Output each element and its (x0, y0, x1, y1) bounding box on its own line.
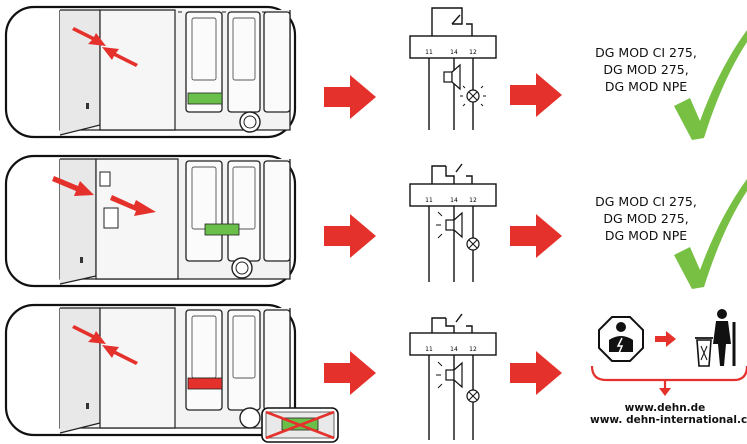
terminal-11: 11 (425, 346, 433, 353)
red-arrow-1a (324, 75, 376, 119)
contact-schematic-3: 11 14 12 (409, 313, 497, 440)
buzzer-icon (443, 63, 461, 91)
buzzer-sounding-icon (436, 211, 463, 239)
status-led-green (187, 92, 223, 105)
terminal-11: 11 (425, 49, 433, 56)
red-arrow-1b (510, 73, 562, 117)
terminal-12: 12 (469, 346, 477, 353)
red-arrow-small (655, 331, 676, 347)
url-dehn-international[interactable]: www. dehn-international.co (590, 414, 747, 426)
checkmark-icon (674, 30, 747, 140)
device-photo-3 (4, 303, 339, 443)
terminal-12: 12 (469, 197, 477, 204)
module-name: DG MOD CI 275, (595, 194, 697, 209)
contact-schematic-2: 11 14 12 (409, 163, 497, 282)
signal-lamp-off-icon (466, 389, 480, 403)
return-bracket (590, 365, 747, 396)
checkmark-icon (674, 179, 747, 289)
signal-lamp-off-icon (466, 237, 480, 251)
row-operational: 11 14 12 (4, 5, 747, 140)
red-arrow-3b (510, 351, 562, 395)
electrician-icon (598, 316, 644, 362)
module-name: DG MOD NPE (604, 79, 688, 94)
module-list-1: DG MOD CI 275, DG MOD 275, DG MOD NPE (586, 44, 706, 95)
device-photo-2 (4, 154, 297, 288)
terminal-14: 14 (450, 197, 458, 204)
module-name: DG MOD NPE (604, 228, 688, 243)
disposal-urls: www.dehn.de www. dehn-international.co (590, 402, 747, 426)
module-name: DG MOD CI 275, (595, 45, 697, 60)
module-name: DG MOD 275, (603, 62, 689, 77)
status-led-red (187, 377, 223, 390)
red-arrow-2b (510, 214, 562, 258)
device-photo-1 (4, 5, 297, 139)
red-arrow-2a (324, 214, 376, 258)
terminal-12: 12 (469, 49, 477, 56)
buzzer-sounding-icon (436, 361, 463, 389)
signal-lamp-lit-icon (460, 83, 486, 107)
terminal-14: 14 (450, 49, 458, 56)
row-defective: 11 14 12 (4, 303, 747, 443)
row-replace-soon: 11 14 12 (4, 154, 747, 289)
red-arrow-3a (324, 351, 376, 395)
module-name: DG MOD 275, (603, 211, 689, 226)
status-led-green (204, 223, 240, 236)
terminal-14: 14 (450, 346, 458, 353)
module-list-2: DG MOD CI 275, DG MOD 275, DG MOD NPE (586, 193, 706, 244)
contact-schematic-1: 11 14 12 (409, 7, 497, 130)
terminal-11: 11 (425, 197, 433, 204)
trash-bin-icon (695, 309, 736, 367)
inset-green-led-crossed (261, 407, 339, 443)
url-dehn-de[interactable]: www.dehn.de (624, 402, 706, 414)
